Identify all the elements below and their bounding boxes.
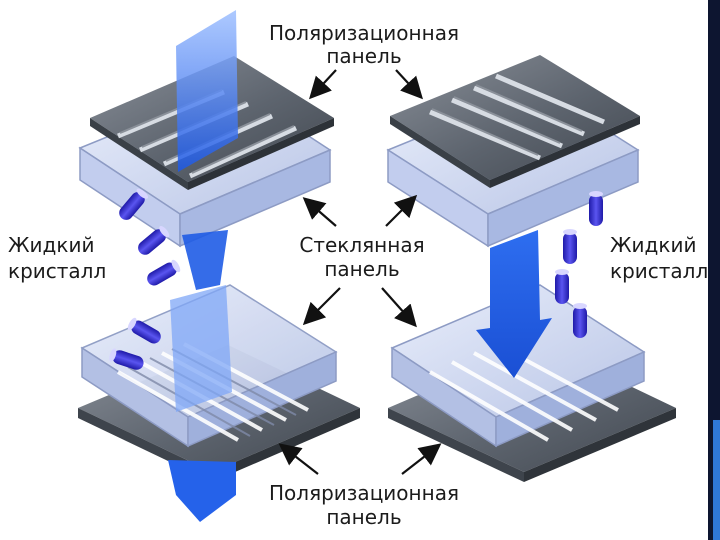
right-stack <box>386 55 676 482</box>
light-beam-icon <box>476 230 552 378</box>
slide-edge-bar <box>708 0 720 540</box>
label-lc-right-line1: Жидкий <box>610 233 696 257</box>
arrow-icon <box>385 194 418 227</box>
arrow-icon <box>302 287 341 326</box>
liquid-crystal-molecule-icon <box>555 269 569 304</box>
liquid-crystal-molecule-icon <box>138 226 170 255</box>
pointer-arrows <box>278 69 442 475</box>
right-top-polarizer <box>390 55 640 188</box>
arrow-icon <box>381 287 417 328</box>
arrow-icon <box>395 69 423 100</box>
liquid-crystal-molecule-icon <box>589 191 603 226</box>
label-polarizer-bottom-line2: панель <box>326 505 401 529</box>
right-liquid-crystals <box>555 191 603 338</box>
liquid-crystal-molecule-icon <box>109 348 144 370</box>
label-polarizer-bottom-line1: Поляризационная <box>269 481 459 505</box>
label-lc-right-line2: кристалл <box>610 259 708 283</box>
liquid-crystal-molecule-icon <box>573 303 587 338</box>
slide-edge-accent <box>713 420 720 540</box>
liquid-crystal-molecule-icon <box>147 259 181 286</box>
right-light-beam <box>476 230 552 378</box>
left-liquid-crystals <box>109 188 181 370</box>
light-beam-icon <box>176 10 238 172</box>
label-glass-line2: панель <box>324 257 399 281</box>
left-light-beam <box>168 10 238 522</box>
labels: Поляризационная панель Стеклянная панель… <box>8 21 708 529</box>
label-polarizer-top-line2: панель <box>326 44 401 68</box>
label-polarizer-top-line1: Поляризационная <box>269 21 459 45</box>
left-top-polarizer <box>90 56 334 190</box>
liquid-crystal-molecule-icon <box>563 229 577 264</box>
label-lc-left-line2: кристалл <box>8 259 106 283</box>
left-stack <box>78 10 360 522</box>
liquid-crystal-molecule-icon <box>119 188 148 220</box>
label-glass-line1: Стеклянная <box>299 233 424 257</box>
arrow-icon <box>302 197 337 227</box>
arrow-icon <box>401 443 442 475</box>
label-lc-left-line1: Жидкий <box>8 233 94 257</box>
arrow-icon <box>309 69 337 100</box>
arrow-icon <box>278 443 319 475</box>
liquid-crystal-molecule-icon <box>127 317 161 344</box>
